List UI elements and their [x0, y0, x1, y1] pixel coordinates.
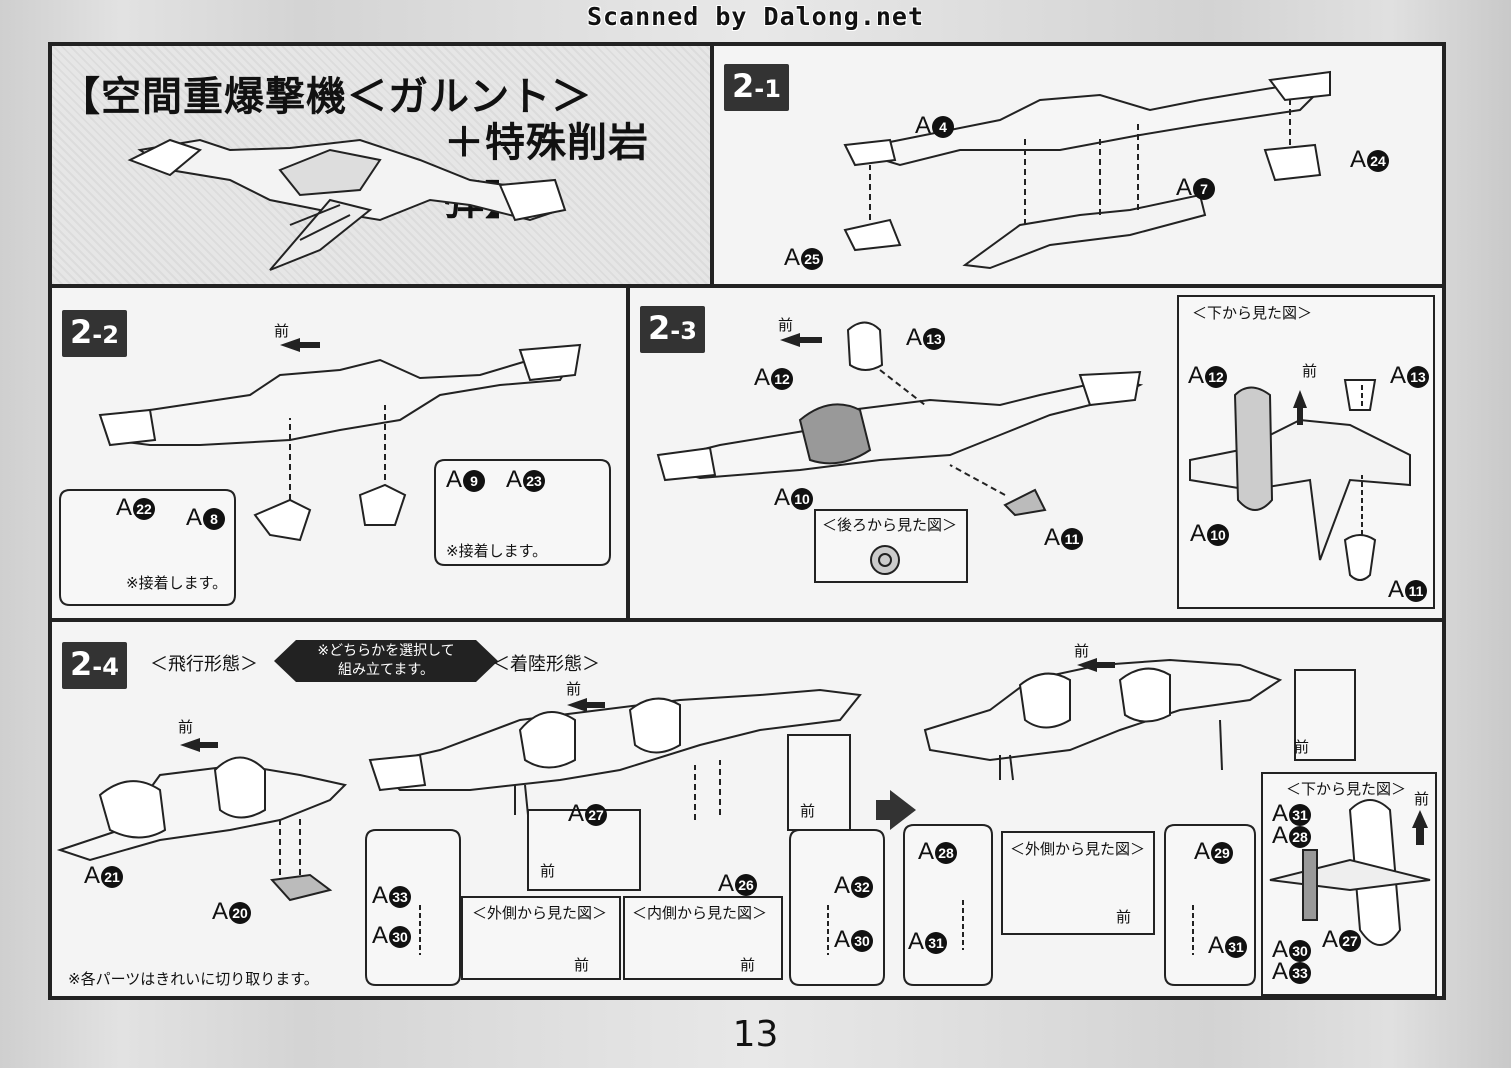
- step-2-3-ship: [656, 321, 1144, 517]
- step-2-1-badge: 2-1: [724, 64, 789, 111]
- step-2-4-badge: 2-4: [62, 642, 127, 689]
- inset-front-detail: [1294, 669, 1356, 761]
- front-label: 前: [740, 956, 756, 974]
- inside-view-caption: ＜内側から見た図＞: [630, 902, 770, 923]
- bottom-view-caption: ＜下から見た図＞: [1190, 302, 1315, 323]
- watermark: Scanned by Dalong.net: [586, 2, 925, 31]
- inset-leg-detail: [787, 734, 851, 831]
- landing-mode-ship-final: [923, 658, 1283, 781]
- rear-view-caption: ＜後ろから見た図＞: [820, 514, 960, 535]
- cut-note: ※各パーツはきれいに切り取ります。: [68, 970, 319, 988]
- front-label: 前: [1294, 738, 1310, 756]
- front-label: 前: [1414, 790, 1430, 808]
- flight-mode-ship: [56, 756, 347, 902]
- front-label: 前: [800, 802, 816, 820]
- flight-mode-label: ＜飛行形態＞: [150, 654, 258, 675]
- glue-note: ※接着します。: [126, 574, 228, 592]
- front-label: 前: [778, 316, 794, 334]
- front-label: 前: [1302, 362, 1318, 380]
- choose-one-note: ※どちらかを選択して 組み立てます。: [274, 640, 498, 682]
- front-label: 前: [566, 680, 582, 698]
- step-2-1-ship: [843, 70, 1331, 270]
- bottom-view-ship: [1189, 379, 1411, 581]
- callout-a22-a8: [59, 489, 236, 606]
- inset-a27: [527, 809, 641, 891]
- step-2-2-badge: 2-2: [62, 310, 127, 357]
- front-arrows: [180, 333, 1428, 845]
- landing-mode-ship: [368, 688, 862, 820]
- front-label: 前: [274, 322, 290, 340]
- glue-note: ※接着します。: [446, 542, 548, 560]
- title-line1: 【空間重爆撃機＜ガルント＞: [60, 74, 593, 120]
- callout-a32-a30: [789, 829, 885, 986]
- landing-mode-label: ＜着陸形態＞: [492, 654, 600, 675]
- front-label: 前: [540, 862, 556, 880]
- outside-view-caption-2: ＜外側から見た図＞: [1008, 838, 1148, 859]
- outside-view-caption: ＜外側から見た図＞: [470, 902, 610, 923]
- front-label: 前: [1116, 908, 1132, 926]
- title-ship-illustration: [127, 138, 567, 271]
- transition-arrow: [876, 790, 916, 830]
- page-number: 13: [732, 1014, 779, 1055]
- front-label: 前: [1074, 642, 1090, 660]
- callout-a33-a30: [365, 829, 461, 986]
- front-label: 前: [178, 718, 194, 736]
- bottom-view-caption-2: ＜下から見た図＞: [1284, 778, 1409, 799]
- step-2-3-badge: 2-3: [640, 306, 705, 353]
- step-2-2-ship: [98, 343, 582, 542]
- front-label: 前: [574, 956, 590, 974]
